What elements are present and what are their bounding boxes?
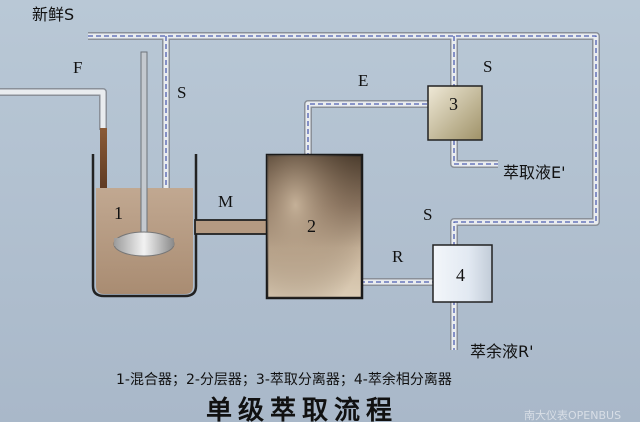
mixer-vessel	[91, 51, 198, 298]
unit-number-raffinate-separator: 4	[456, 265, 465, 285]
raffinate-separator	[432, 244, 493, 303]
watermark: 南大仪表OPENBUS	[524, 408, 621, 422]
fresh-solvent-label: 新鲜S	[32, 5, 74, 24]
solvent-lower-label: S	[423, 205, 432, 224]
extract-product-label: 萃取液E'	[503, 163, 566, 182]
unit-number-settler: 2	[307, 216, 316, 236]
settler-vessel	[265, 153, 364, 300]
raffinate-stream-label: R	[392, 247, 404, 266]
unit-number-extract-separator: 3	[449, 94, 458, 114]
solvent-mixer-label: S	[177, 83, 186, 102]
raffinate-product-label: 萃余液R'	[470, 342, 534, 361]
feed-stream	[100, 128, 107, 190]
solvent-upper-label: S	[483, 57, 492, 76]
pipe-network	[0, 32, 600, 350]
unit-number-mixer: 1	[114, 203, 123, 223]
mixer-settler-connector	[194, 219, 269, 235]
extract-separator	[427, 85, 483, 141]
feed-label: F	[73, 58, 82, 77]
diagram-title: 单级萃取流程	[206, 395, 398, 422]
legend-caption: 1-混合器；2-分层器；3-萃取分离器；4-萃余相分离器	[116, 371, 452, 388]
extract-stream-label: E	[358, 71, 368, 90]
mixture-label: M	[218, 192, 233, 211]
